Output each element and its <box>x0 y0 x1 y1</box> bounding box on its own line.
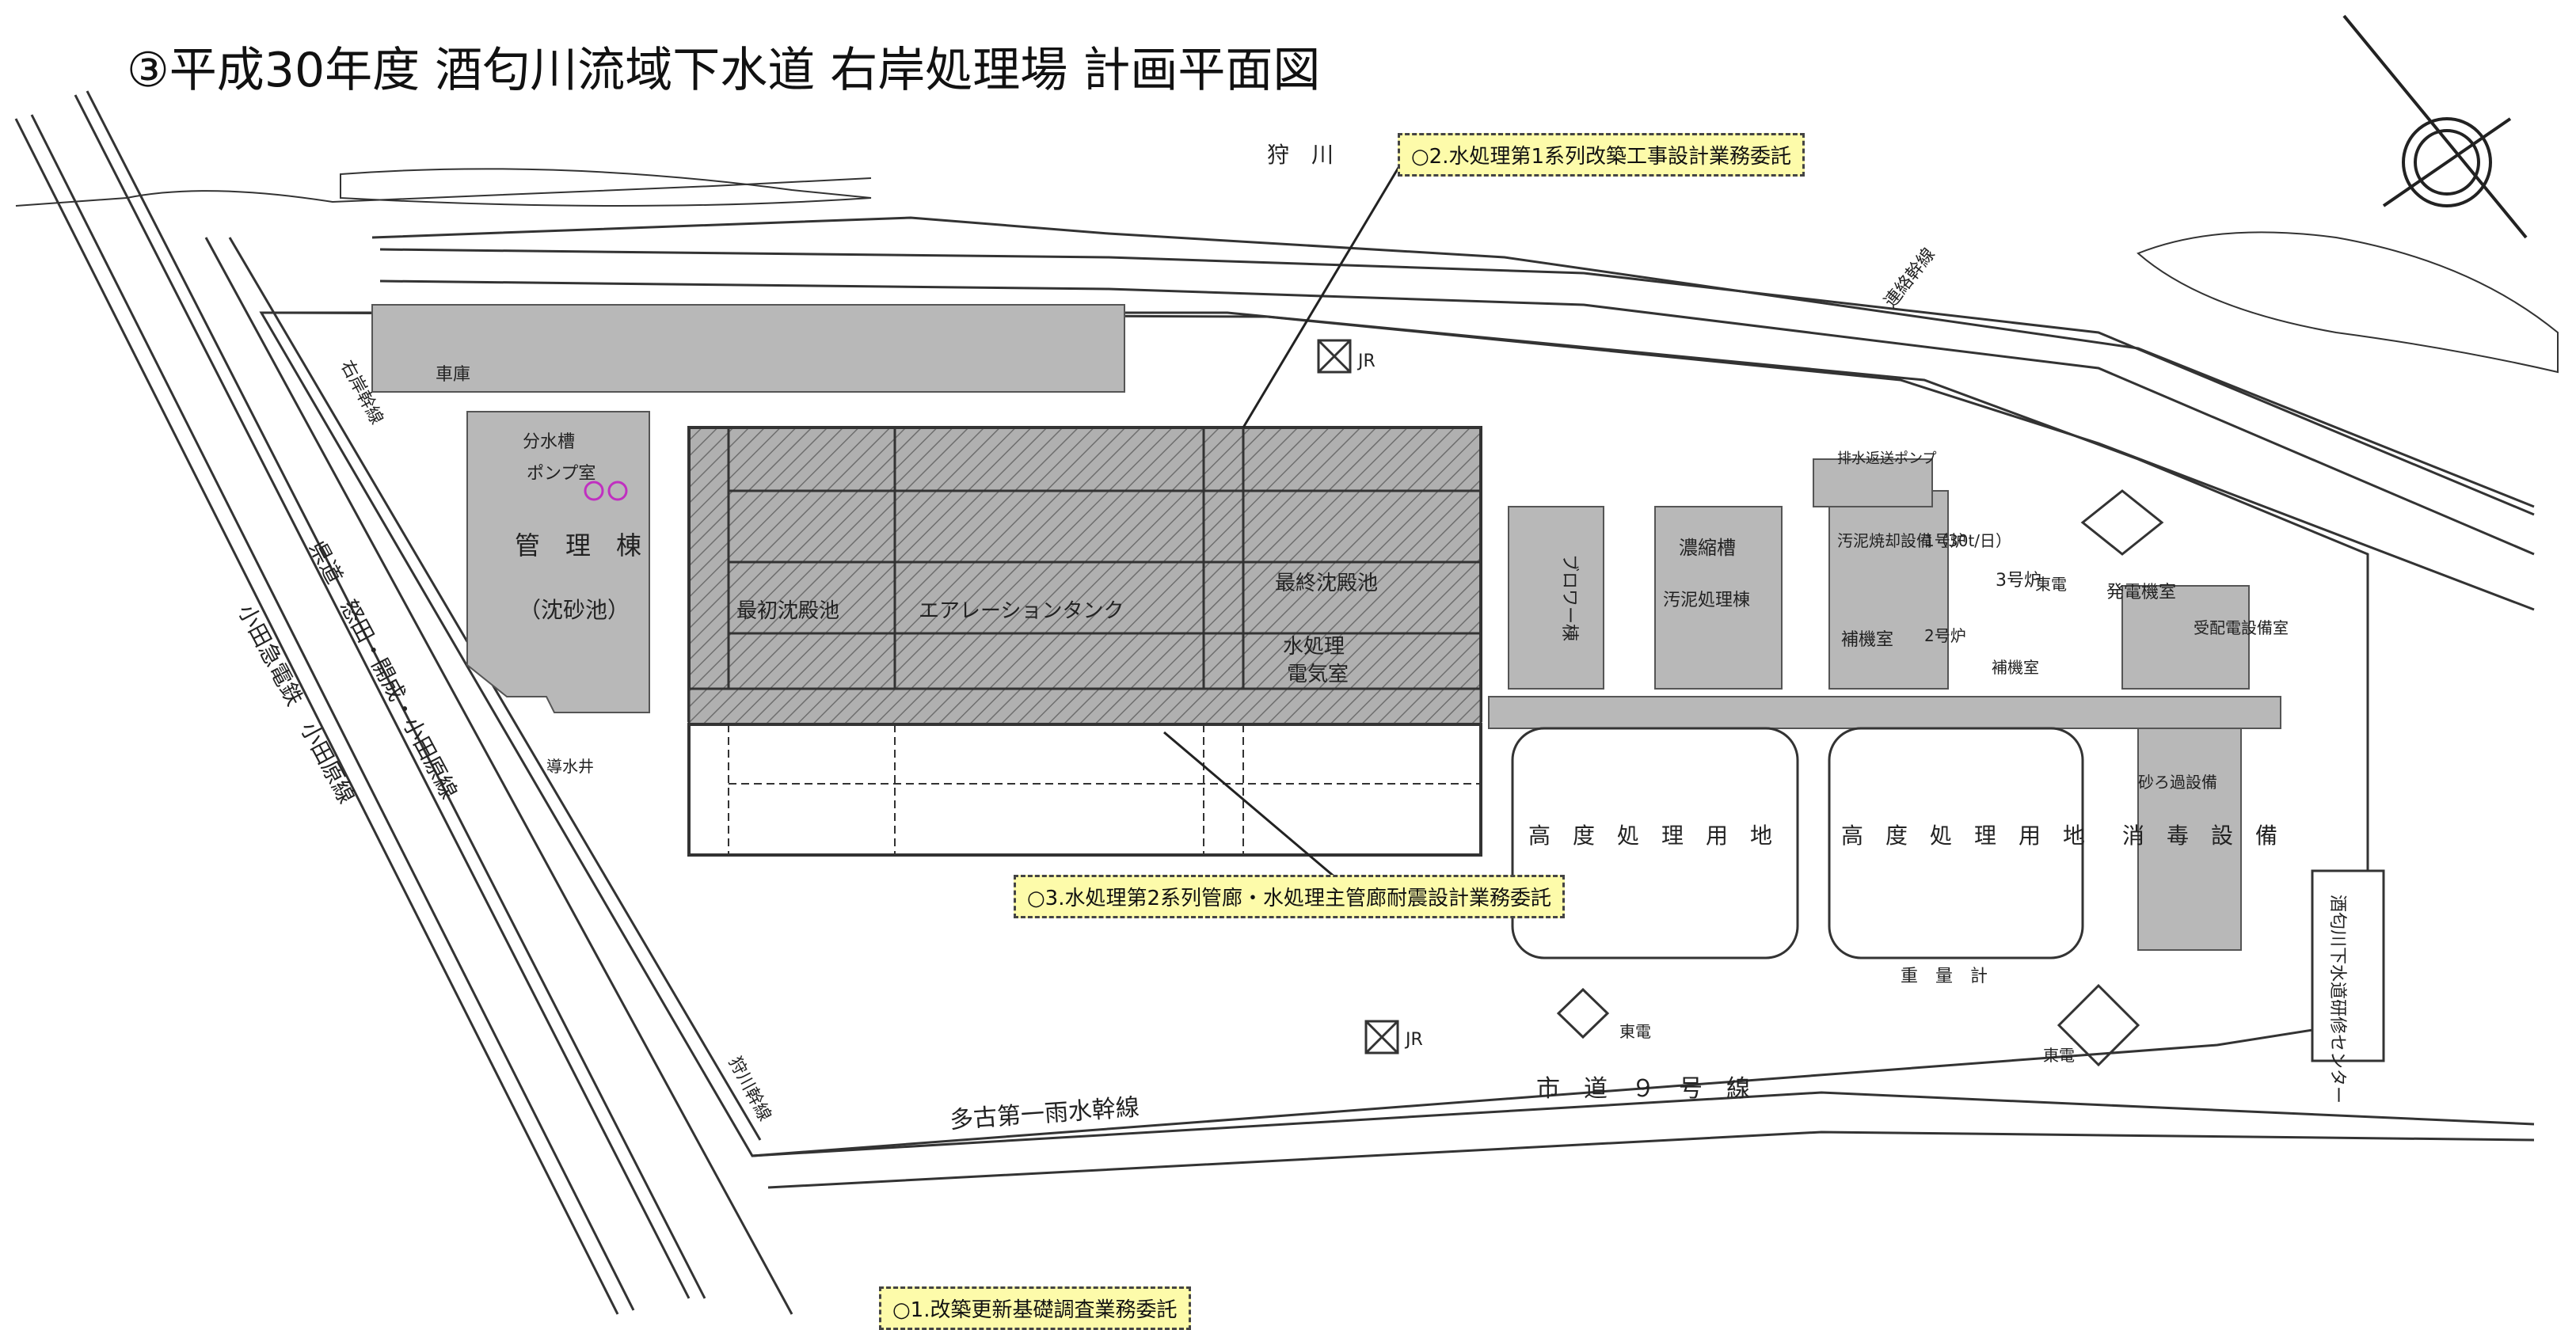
label-jr2: JR <box>1404 1030 1423 1050</box>
diamond-markers <box>1556 489 2164 1067</box>
label-furnace1: 1号炉 <box>1924 531 1966 550</box>
label-furnace2: 2号炉 <box>1924 626 1966 645</box>
label-tepco3: 東電 <box>2043 1046 2075 1065</box>
label-final-settling: 最終沈殿池 <box>1275 572 1378 595</box>
label-tepco1: 東電 <box>2035 575 2067 594</box>
label-river: 狩 川 <box>1267 142 1334 168</box>
advanced-treatment-area-1 <box>1511 727 1799 960</box>
callout-2-leader <box>1242 162 1403 428</box>
label-pump-room: ポンプ室 <box>527 464 595 484</box>
label-noshukuso: 濃縮槽 <box>1679 537 1736 559</box>
callout-2: ○2.水処理第1系列改築工事設計業務委託 <box>1398 133 1805 177</box>
label-city-road: 市 道 ９ 号 線 <box>1536 1075 1750 1103</box>
label-scale: 重 量 計 <box>1901 967 1988 986</box>
gray-structures <box>371 304 2281 951</box>
water-treatment-series-2 <box>687 723 1482 857</box>
pump-marker-icon <box>584 481 604 501</box>
tank-dividers <box>727 428 1481 689</box>
callout-3: ○3.水処理第2系列管廊・水処理主管廊耐震設計業務委託 <box>1014 875 1566 918</box>
label-water-treat-elec-2: 電気室 <box>1287 663 1349 686</box>
label-furnace3: 3号炉 <box>1996 571 2041 591</box>
label-renraku-kansen: 連絡幹線 <box>1881 245 1939 312</box>
label-garage: 車庫 <box>436 365 470 385</box>
road-bottom-2 <box>767 1130 2535 1189</box>
label-bunsuiso: 分水槽 <box>523 432 575 452</box>
advanced-treatment-area-2 <box>1828 727 2084 960</box>
label-water-treat-elec-1: 水処理 <box>1283 635 1345 659</box>
river-bank-line-2 <box>15 177 872 207</box>
label-shosui: 導水井 <box>546 757 594 776</box>
label-exhaust: 排水返送ポンプ <box>1837 450 1936 467</box>
compass-icon <box>2342 14 2528 239</box>
label-kanrito-sub: （沈砂池） <box>519 597 630 623</box>
label-kanrito: 管 理 棟 <box>515 530 641 560</box>
label-disinfect: 消 毒 設 備 <box>2122 823 2277 849</box>
label-first-settling: 最初沈殿池 <box>736 599 839 623</box>
page-title: ③平成30年度 酒匂川流域下水道 右岸処理場 計画平面図 <box>127 43 1321 98</box>
callout-3-leader <box>1163 731 1347 888</box>
railway-lines <box>14 90 793 1315</box>
label-training-center: 酒匂川下水道研修センター <box>2327 895 2347 1104</box>
callout-1: ○1.改築更新基礎調査業務委託 <box>879 1286 1191 1330</box>
label-sludge-building: 汚泥処理棟 <box>1663 591 1750 610</box>
label-sand-filter: 砂ろ過設備 <box>2138 773 2217 792</box>
label-adv-area2: 高 度 処 理 用 地 <box>1841 823 2085 849</box>
water-treatment-series-1 <box>687 426 1482 722</box>
training-center-box <box>2311 869 2385 1062</box>
label-substation: 受配電設備室 <box>2194 618 2289 637</box>
river-bank-line <box>371 216 2535 508</box>
water-treatment-corridor <box>687 687 1482 726</box>
label-aeration: エアレーションタンク <box>919 599 1124 623</box>
jr-boxes <box>1317 339 1399 1054</box>
label-tepco2: 東電 <box>1619 1022 1651 1041</box>
label-jr1: JR <box>1356 352 1376 371</box>
series-2-dividers <box>728 724 1481 855</box>
label-aux-room2: 補機室 <box>1992 658 2039 677</box>
label-karikawa-kansen: 狩川幹線 <box>725 1054 774 1124</box>
river-sandbar <box>2137 231 2559 374</box>
label-power-gen: 発電機室 <box>2106 583 2176 602</box>
label-incinerator: 汚泥焼却設備（30t/日） <box>1837 531 2011 550</box>
label-aux-room: 補機室 <box>1841 630 1893 650</box>
site-boundary <box>259 311 2369 1157</box>
label-railway: 小田急電鉄 小田原線 <box>233 600 360 808</box>
label-adv-area1: 高 度 処 理 用 地 <box>1528 823 1772 849</box>
road-bottom <box>751 1091 2535 1157</box>
river-bank-shape <box>340 168 872 207</box>
pump-marker-icon <box>607 481 628 501</box>
label-blower: ブロワー棟 <box>1559 554 1579 641</box>
